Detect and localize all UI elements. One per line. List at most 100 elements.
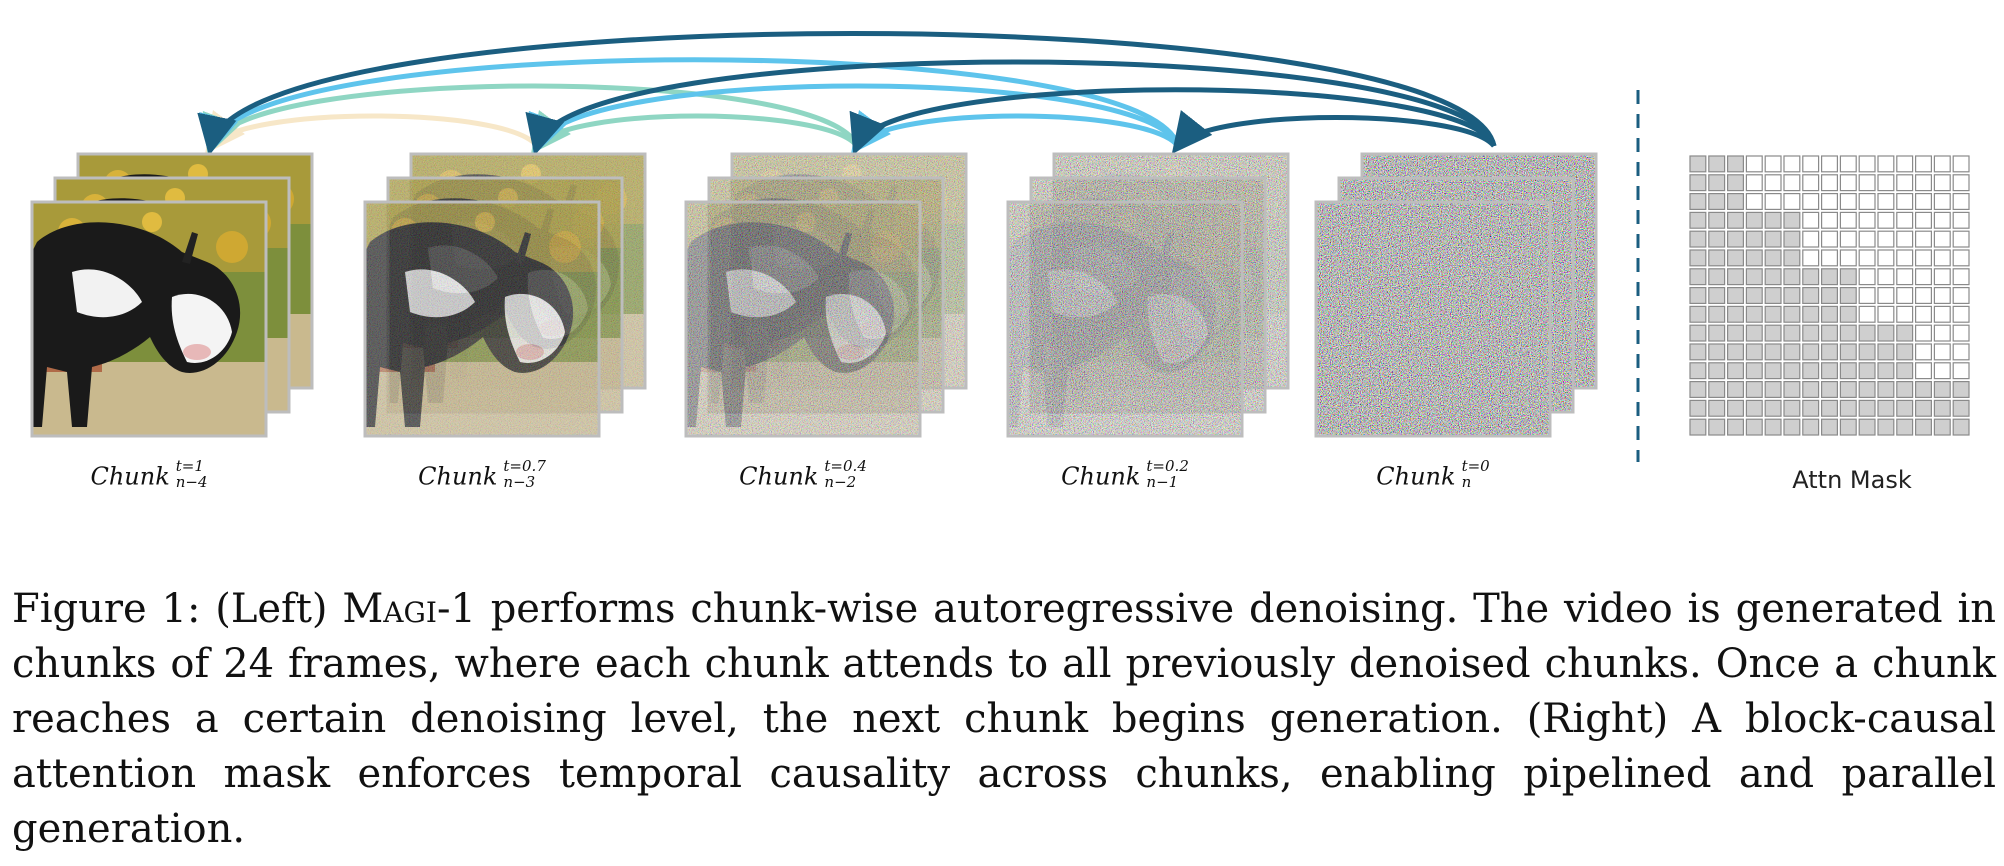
attn-mask-cell: [1858, 324, 1876, 342]
attn-mask-cell: [1858, 174, 1876, 192]
attn-mask-cell: [1745, 287, 1763, 305]
chunk-label-sub: n−2: [824, 473, 857, 491]
attn-mask-cell: [1708, 381, 1726, 399]
attn-mask-cell: [1689, 399, 1707, 417]
attn-mask-cell: [1689, 268, 1707, 286]
attn-mask-cell: [1783, 324, 1801, 342]
attn-mask-cell: [1952, 211, 1970, 229]
attn-mask-cell: [1933, 211, 1951, 229]
attn-mask-cell: [1726, 155, 1744, 173]
attn-mask-cell: [1689, 155, 1707, 173]
attn-mask-cell: [1896, 268, 1914, 286]
attn-mask-cell: [1708, 399, 1726, 417]
attn-mask-cell: [1783, 174, 1801, 192]
attn-mask-cell: [1914, 249, 1932, 267]
attn-mask-cell: [1745, 418, 1763, 436]
attn-mask-cell: [1858, 193, 1876, 211]
attention-mask-grid: [1689, 155, 1970, 436]
attn-mask-cell: [1764, 174, 1782, 192]
attn-mask-cell: [1877, 249, 1895, 267]
attn-mask-cell: [1877, 174, 1895, 192]
attn-mask-cell: [1952, 249, 1970, 267]
attn-mask-cell: [1933, 418, 1951, 436]
attn-mask-cell: [1820, 343, 1838, 361]
attn-mask-cell: [1933, 287, 1951, 305]
attn-mask-cell: [1933, 305, 1951, 323]
attn-mask-cell: [1858, 249, 1876, 267]
chunk-frame: [30, 200, 268, 438]
attn-mask-cell: [1783, 381, 1801, 399]
chunk-label-name: Chunk: [418, 462, 498, 491]
chunk-stack-2: [684, 152, 968, 438]
attn-mask-cell: [1726, 381, 1744, 399]
attn-mask-cell: [1952, 418, 1970, 436]
attn-mask-cell: [1839, 230, 1857, 248]
attn-mask-cell: [1820, 399, 1838, 417]
attn-mask-cell: [1877, 418, 1895, 436]
attn-mask-cell: [1839, 324, 1857, 342]
attn-mask-cell: [1820, 211, 1838, 229]
attn-mask-cell: [1764, 268, 1782, 286]
attn-mask-cell: [1896, 399, 1914, 417]
attn-mask-cell: [1914, 362, 1932, 380]
arrow-4-to-3: [1171, 110, 1496, 154]
chunk-label-name: Chunk: [739, 462, 819, 491]
attn-mask-cell: [1745, 230, 1763, 248]
attn-mask-cell: [1877, 193, 1895, 211]
attn-mask-cell: [1745, 343, 1763, 361]
chunk-label-sub: n−3: [503, 473, 536, 491]
attn-mask-cell: [1933, 249, 1951, 267]
attn-mask-cell: [1783, 362, 1801, 380]
attn-mask-cell: [1764, 343, 1782, 361]
attn-mask-cell: [1820, 287, 1838, 305]
attn-mask-cell: [1783, 305, 1801, 323]
attn-mask-cell: [1839, 211, 1857, 229]
attn-mask-cell: [1839, 418, 1857, 436]
attn-mask-cell: [1708, 174, 1726, 192]
attn-mask-cell: [1820, 249, 1838, 267]
attn-mask-cell: [1896, 324, 1914, 342]
attn-mask-cell: [1783, 230, 1801, 248]
attn-mask-cell: [1858, 268, 1876, 286]
attn-mask-cell: [1726, 287, 1744, 305]
attn-mask-cell: [1764, 287, 1782, 305]
attn-mask-cell: [1839, 174, 1857, 192]
attn-mask-cell: [1914, 193, 1932, 211]
attn-mask-cell: [1839, 155, 1857, 173]
attn-mask-cell: [1726, 174, 1744, 192]
chunk-label-name: Chunk: [90, 462, 170, 491]
chunk-label-sup: t=0.4: [824, 457, 867, 475]
attn-mask-cell: [1783, 399, 1801, 417]
attn-mask-cell: [1839, 287, 1857, 305]
attn-mask-cell: [1933, 230, 1951, 248]
attn-mask-cell: [1802, 249, 1820, 267]
attn-mask-cell: [1933, 399, 1951, 417]
figure-caption: Figure 1: (Left) Magi-1 performs chunk-w…: [12, 582, 1996, 857]
attn-mask-cell: [1708, 268, 1726, 286]
attn-mask-cell: [1745, 324, 1763, 342]
attn-mask-cell: [1689, 362, 1707, 380]
attn-mask-cell: [1764, 324, 1782, 342]
attn-mask-cell: [1896, 174, 1914, 192]
attn-mask-cell: [1858, 399, 1876, 417]
arrow-4-to-0: [197, 31, 1497, 156]
chunk-frame: [1006, 200, 1244, 438]
attn-mask-cell: [1952, 343, 1970, 361]
attn-mask-cell: [1708, 211, 1726, 229]
attn-mask-cell: [1858, 418, 1876, 436]
arrow-2-to-0: [203, 83, 860, 156]
attn-mask-cell: [1764, 362, 1782, 380]
attn-mask-cell: [1764, 193, 1782, 211]
attn-mask-cell: [1802, 230, 1820, 248]
attn-mask-cell: [1877, 362, 1895, 380]
attn-mask-cell: [1877, 324, 1895, 342]
attn-mask-cell: [1858, 381, 1876, 399]
attn-mask-cell: [1745, 305, 1763, 323]
attn-mask-cell: [1914, 324, 1932, 342]
attn-mask-cell: [1952, 230, 1970, 248]
attn-mask-cell: [1839, 381, 1857, 399]
